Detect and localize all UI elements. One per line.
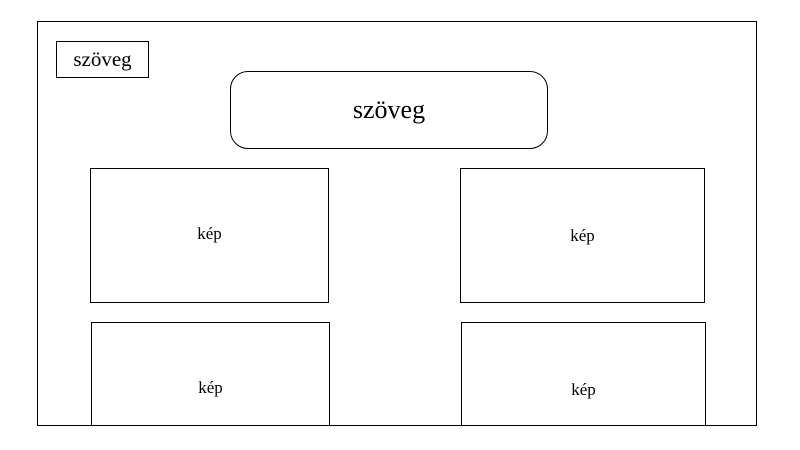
image-placeholder-bottom-left: kép bbox=[91, 322, 330, 425]
image-placeholder-top-left: kép bbox=[90, 168, 329, 303]
image-label: kép bbox=[197, 224, 222, 243]
image-label: kép bbox=[198, 378, 223, 397]
image-placeholder-top-right: kép bbox=[460, 168, 705, 303]
title-text-box: szöveg bbox=[230, 71, 548, 149]
image-label: kép bbox=[571, 380, 596, 399]
title-text: szöveg bbox=[352, 95, 426, 124]
header-text-box: szöveg bbox=[56, 41, 149, 78]
image-label: kép bbox=[570, 226, 595, 245]
header-text: szöveg bbox=[73, 47, 132, 71]
page-frame: szöveg szöveg kép kép kép kép bbox=[37, 21, 757, 426]
image-placeholder-bottom-right: kép bbox=[461, 322, 706, 425]
